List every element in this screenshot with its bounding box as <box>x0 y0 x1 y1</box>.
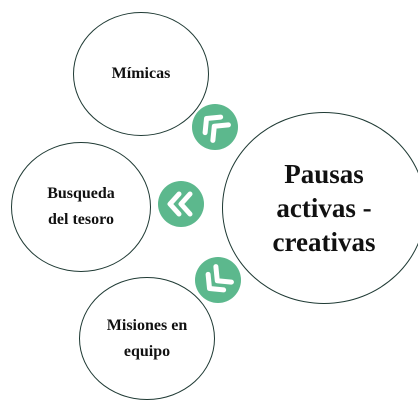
node-mimicas-line1: Mímicas <box>111 65 171 82</box>
node-misiones-label: Misiones en equipo <box>107 313 187 365</box>
node-busqueda-line2: del tesoro <box>48 211 114 228</box>
center-node: Pausas activas - creativas <box>222 112 418 304</box>
double-chevron-up-left-icon <box>192 104 238 150</box>
node-mimicas: Mímicas <box>73 12 209 136</box>
double-chevron-left-icon <box>158 181 204 227</box>
node-misiones-line1: Misiones en <box>106 316 188 334</box>
double-chevron-down-left-icon-svg <box>195 257 241 303</box>
node-busqueda-del-tesoro: Busqueda del tesoro <box>11 142 151 272</box>
node-mimicas-label: Mímicas <box>112 61 171 87</box>
node-misiones-line2: equipo <box>123 342 171 360</box>
double-chevron-down-left-icon <box>195 257 241 303</box>
double-chevron-up-left-icon-svg <box>192 104 238 150</box>
node-misiones-en-equipo: Misiones en equipo <box>79 277 215 400</box>
node-busqueda-line1: Busqueda <box>47 185 115 202</box>
center-node-line1: Pausas <box>284 159 364 189</box>
center-node-line3: creativas <box>272 227 376 257</box>
center-node-label: Pausas activas - creativas <box>273 157 376 259</box>
center-node-line2: activas - <box>276 193 372 223</box>
node-busqueda-label: Busqueda del tesoro <box>47 181 115 233</box>
double-chevron-left-icon-svg <box>158 181 204 227</box>
